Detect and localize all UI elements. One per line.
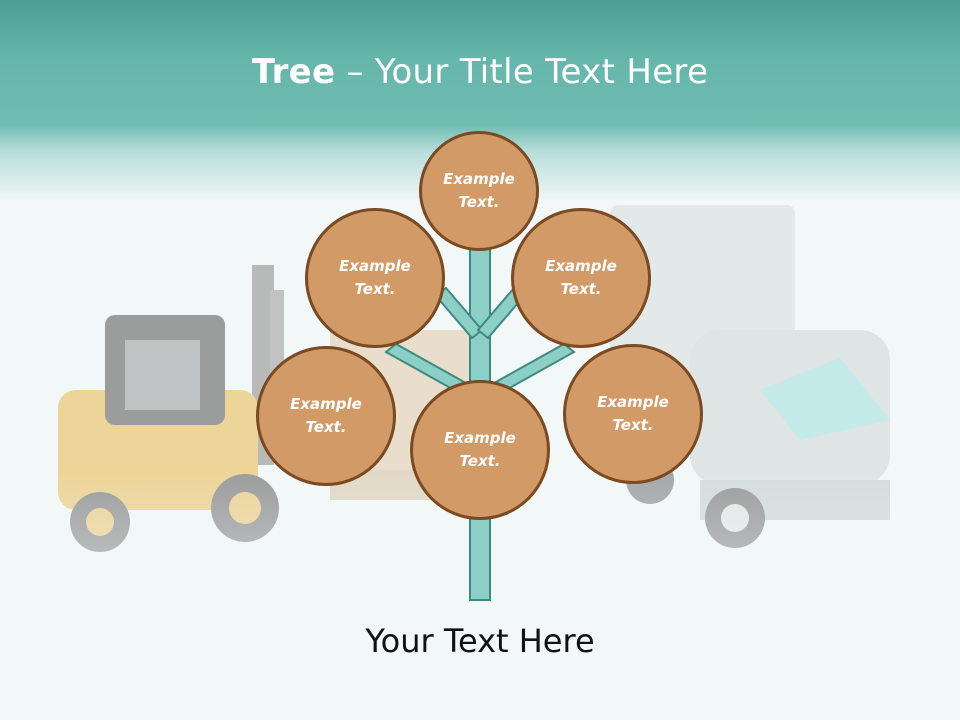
- node-upper-right: Example Text.: [511, 208, 651, 348]
- node-top: Example Text.: [419, 131, 539, 251]
- title-bold: Tree: [251, 52, 336, 92]
- node-label: Example Text.: [443, 170, 515, 211]
- slide-title: Tree – Your Title Text Here: [0, 52, 960, 92]
- node-mid-left: Example Text.: [256, 346, 396, 486]
- node-center: Example Text.: [410, 380, 550, 520]
- node-label: Example Text.: [444, 429, 516, 470]
- node-label: Example Text.: [290, 395, 362, 436]
- node-upper-left: Example Text.: [305, 208, 445, 348]
- node-label: Example Text.: [545, 257, 617, 298]
- title-rest: – Your Title Text Here: [346, 52, 709, 92]
- node-label: Example Text.: [597, 393, 669, 434]
- footer-text: Your Text Here: [365, 622, 595, 660]
- node-label: Example Text.: [339, 257, 411, 298]
- node-mid-right: Example Text.: [563, 344, 703, 484]
